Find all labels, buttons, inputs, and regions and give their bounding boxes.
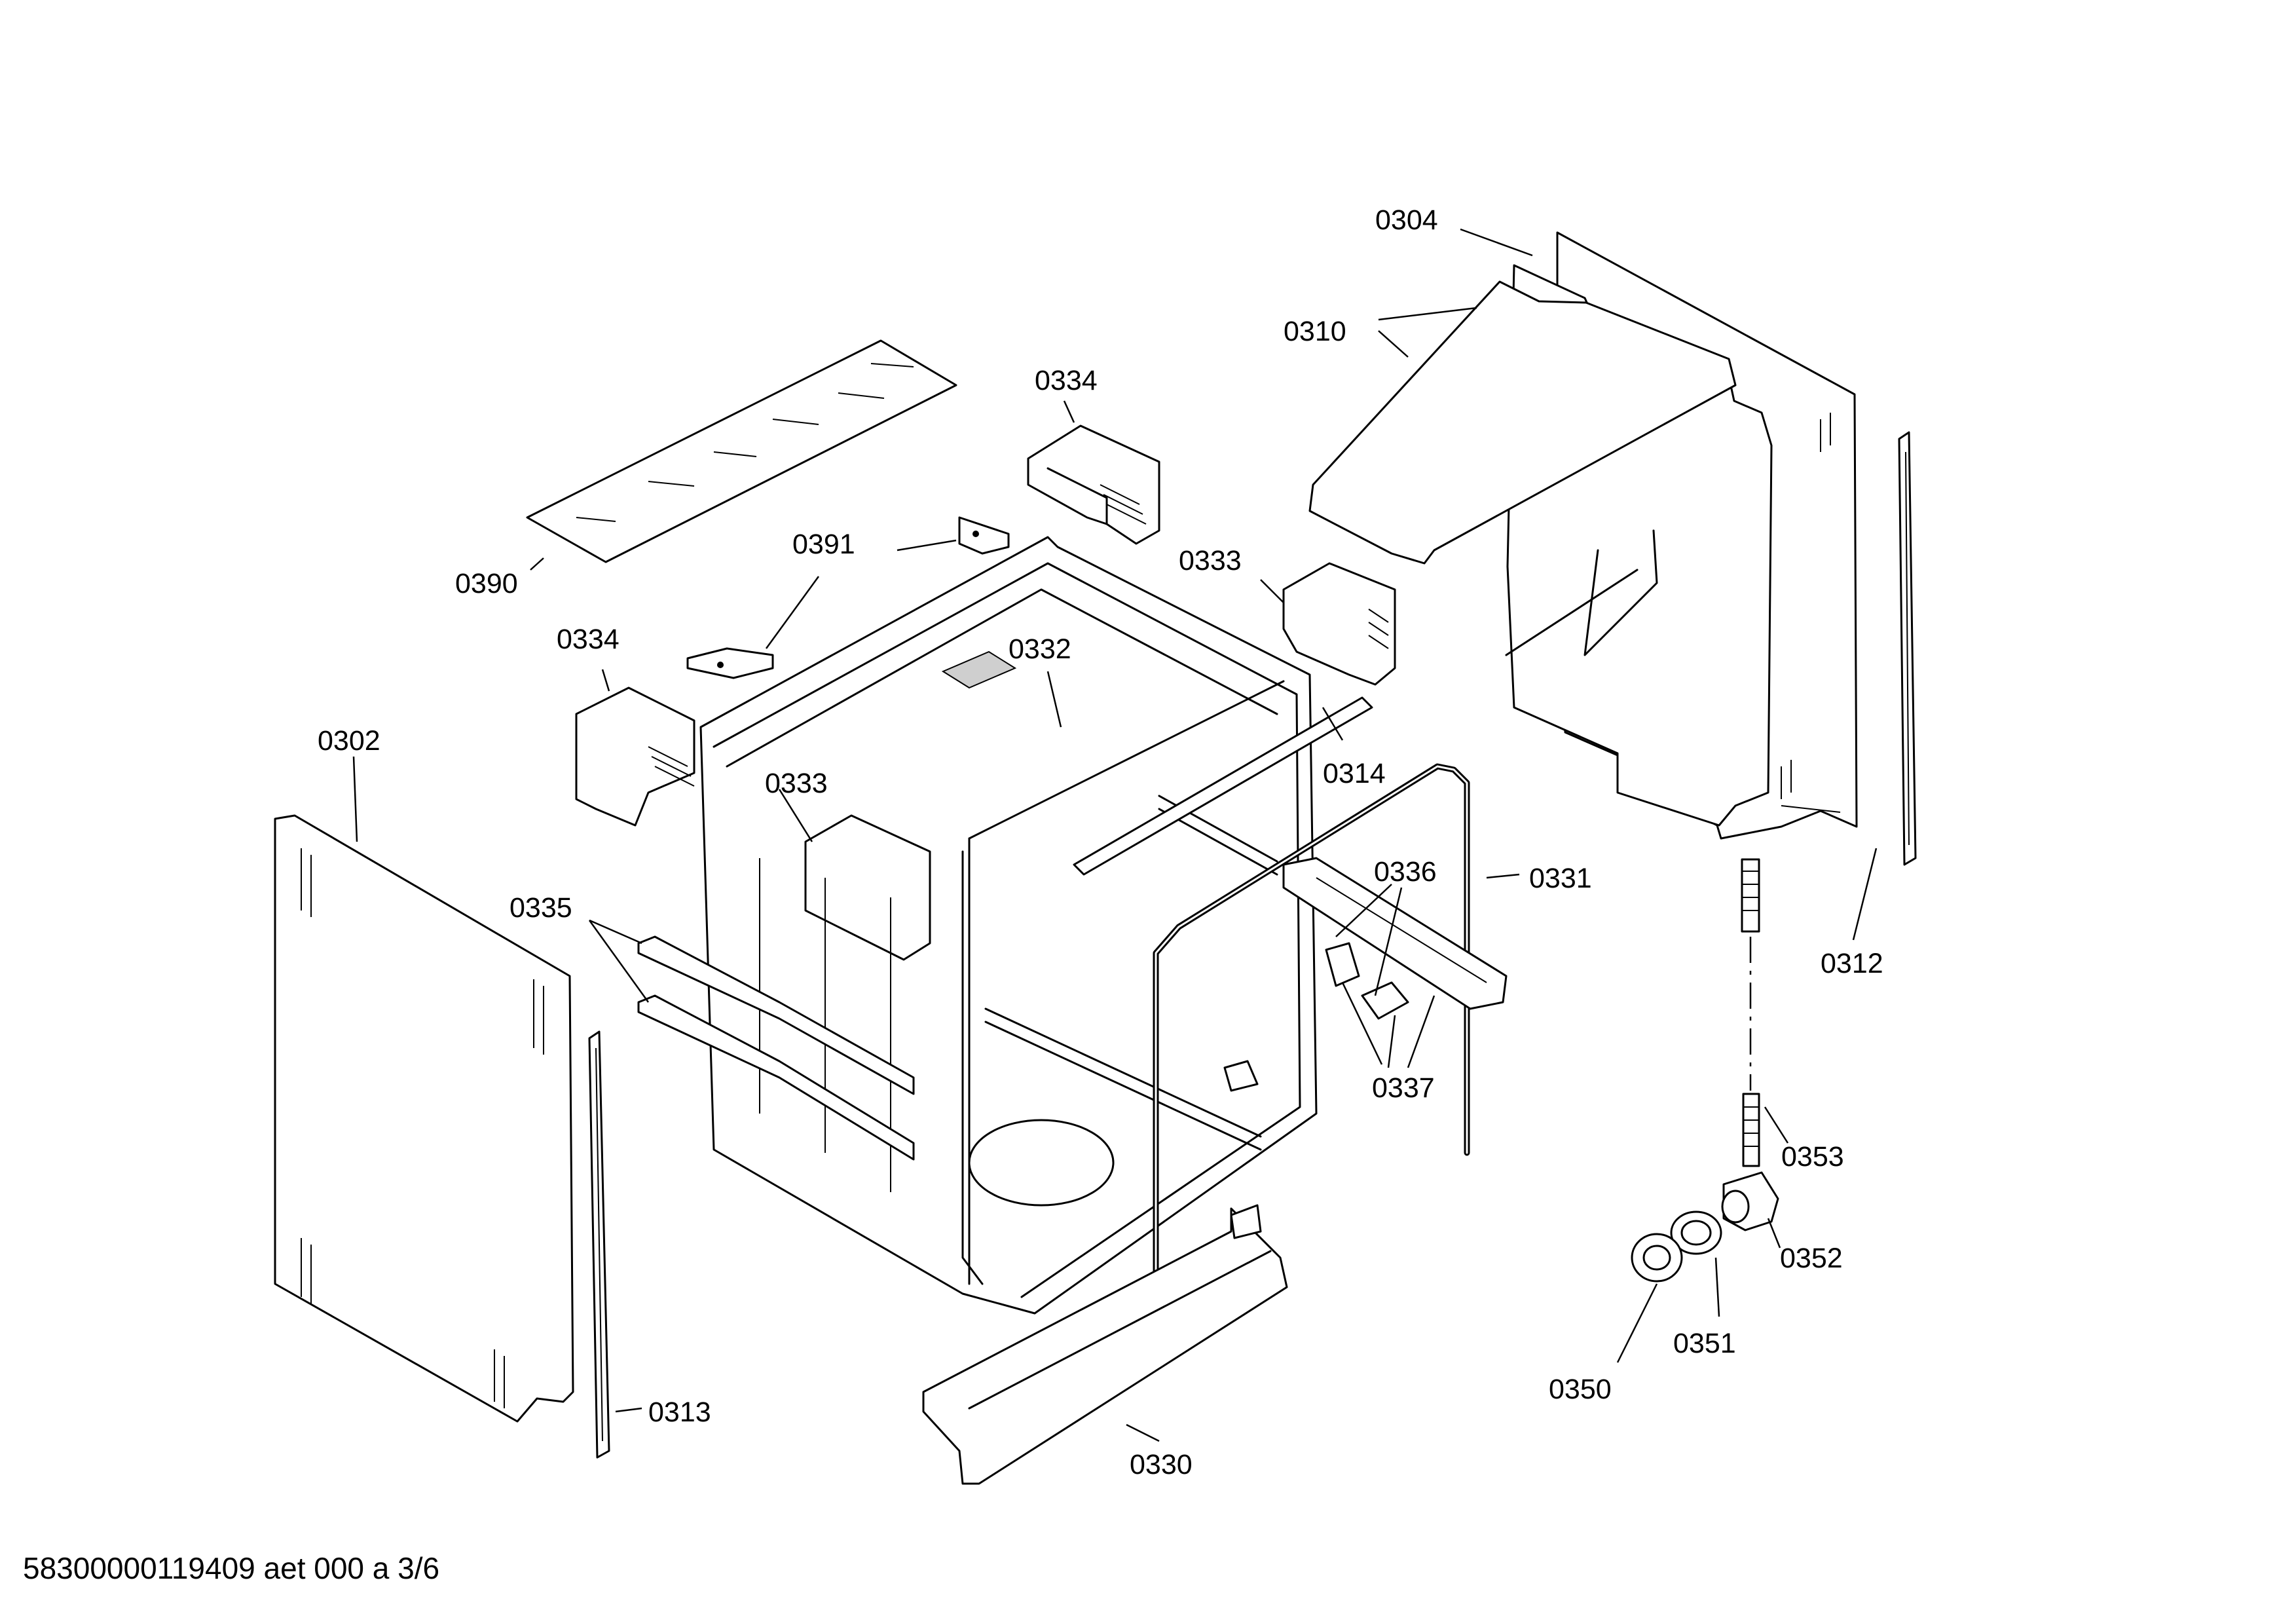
- insulation-mat-0390: [526, 339, 957, 563]
- side-panel-assembly-0304-0310: [1308, 231, 1858, 840]
- clip-0337-c: [1223, 1060, 1259, 1092]
- side-strip-0313: [588, 1030, 610, 1459]
- label-0302: 0302: [318, 725, 380, 757]
- kick-plate-0330: [922, 1204, 1288, 1485]
- hose-0353: [1741, 858, 1760, 1167]
- label-0310: 0310: [1284, 316, 1346, 347]
- label-0335: 0335: [509, 892, 572, 924]
- label-0352: 0352: [1780, 1243, 1843, 1274]
- label-0353: 0353: [1781, 1141, 1844, 1173]
- cap-0350: [1631, 1233, 1683, 1283]
- label-0334-upper: 0334: [1035, 365, 1098, 396]
- label-0334-lower: 0334: [557, 624, 620, 655]
- rail-0314: [1073, 696, 1373, 876]
- side-strip-0312: [1898, 431, 1917, 866]
- label-0391: 0391: [792, 529, 855, 560]
- mounting-bracket-0334-lower: [575, 686, 695, 827]
- mounting-bracket-0334-upper: [1027, 424, 1160, 545]
- leader-lines: [352, 228, 1878, 1442]
- label-0350: 0350: [1549, 1374, 1612, 1405]
- document-id: 58300000119409 aet 000 a 3/6: [23, 1551, 439, 1585]
- label-0330: 0330: [1130, 1449, 1193, 1480]
- label-0314: 0314: [1323, 758, 1386, 789]
- door-seal-0331: [1153, 763, 1470, 1340]
- side-panel-0302: [274, 814, 574, 1423]
- label-0313: 0313: [648, 1397, 711, 1428]
- label-0351: 0351: [1673, 1328, 1736, 1359]
- label-0304: 0304: [1375, 204, 1438, 236]
- rails-0335: [637, 935, 915, 1161]
- label-0332: 0332: [1009, 633, 1071, 665]
- mounting-block-0333-right: [1282, 562, 1396, 686]
- label-0333-lower: 0333: [765, 768, 828, 799]
- clip-0391-upper: [958, 516, 1010, 555]
- label-0331: 0331: [1529, 863, 1592, 894]
- label-0336: 0336: [1374, 856, 1437, 888]
- ring-0351: [1670, 1210, 1722, 1255]
- guide-rail-0336: [1282, 857, 1508, 1010]
- label-0390: 0390: [455, 568, 518, 599]
- label-0337: 0337: [1372, 1072, 1435, 1104]
- clip-0337-b: [1361, 981, 1409, 1020]
- clip-0391-lower: [686, 647, 774, 679]
- label-0312: 0312: [1821, 948, 1883, 979]
- clip-0337-a: [1325, 942, 1360, 987]
- label-0333-upper: 0333: [1179, 545, 1242, 576]
- connector-0352: [1721, 1171, 1779, 1231]
